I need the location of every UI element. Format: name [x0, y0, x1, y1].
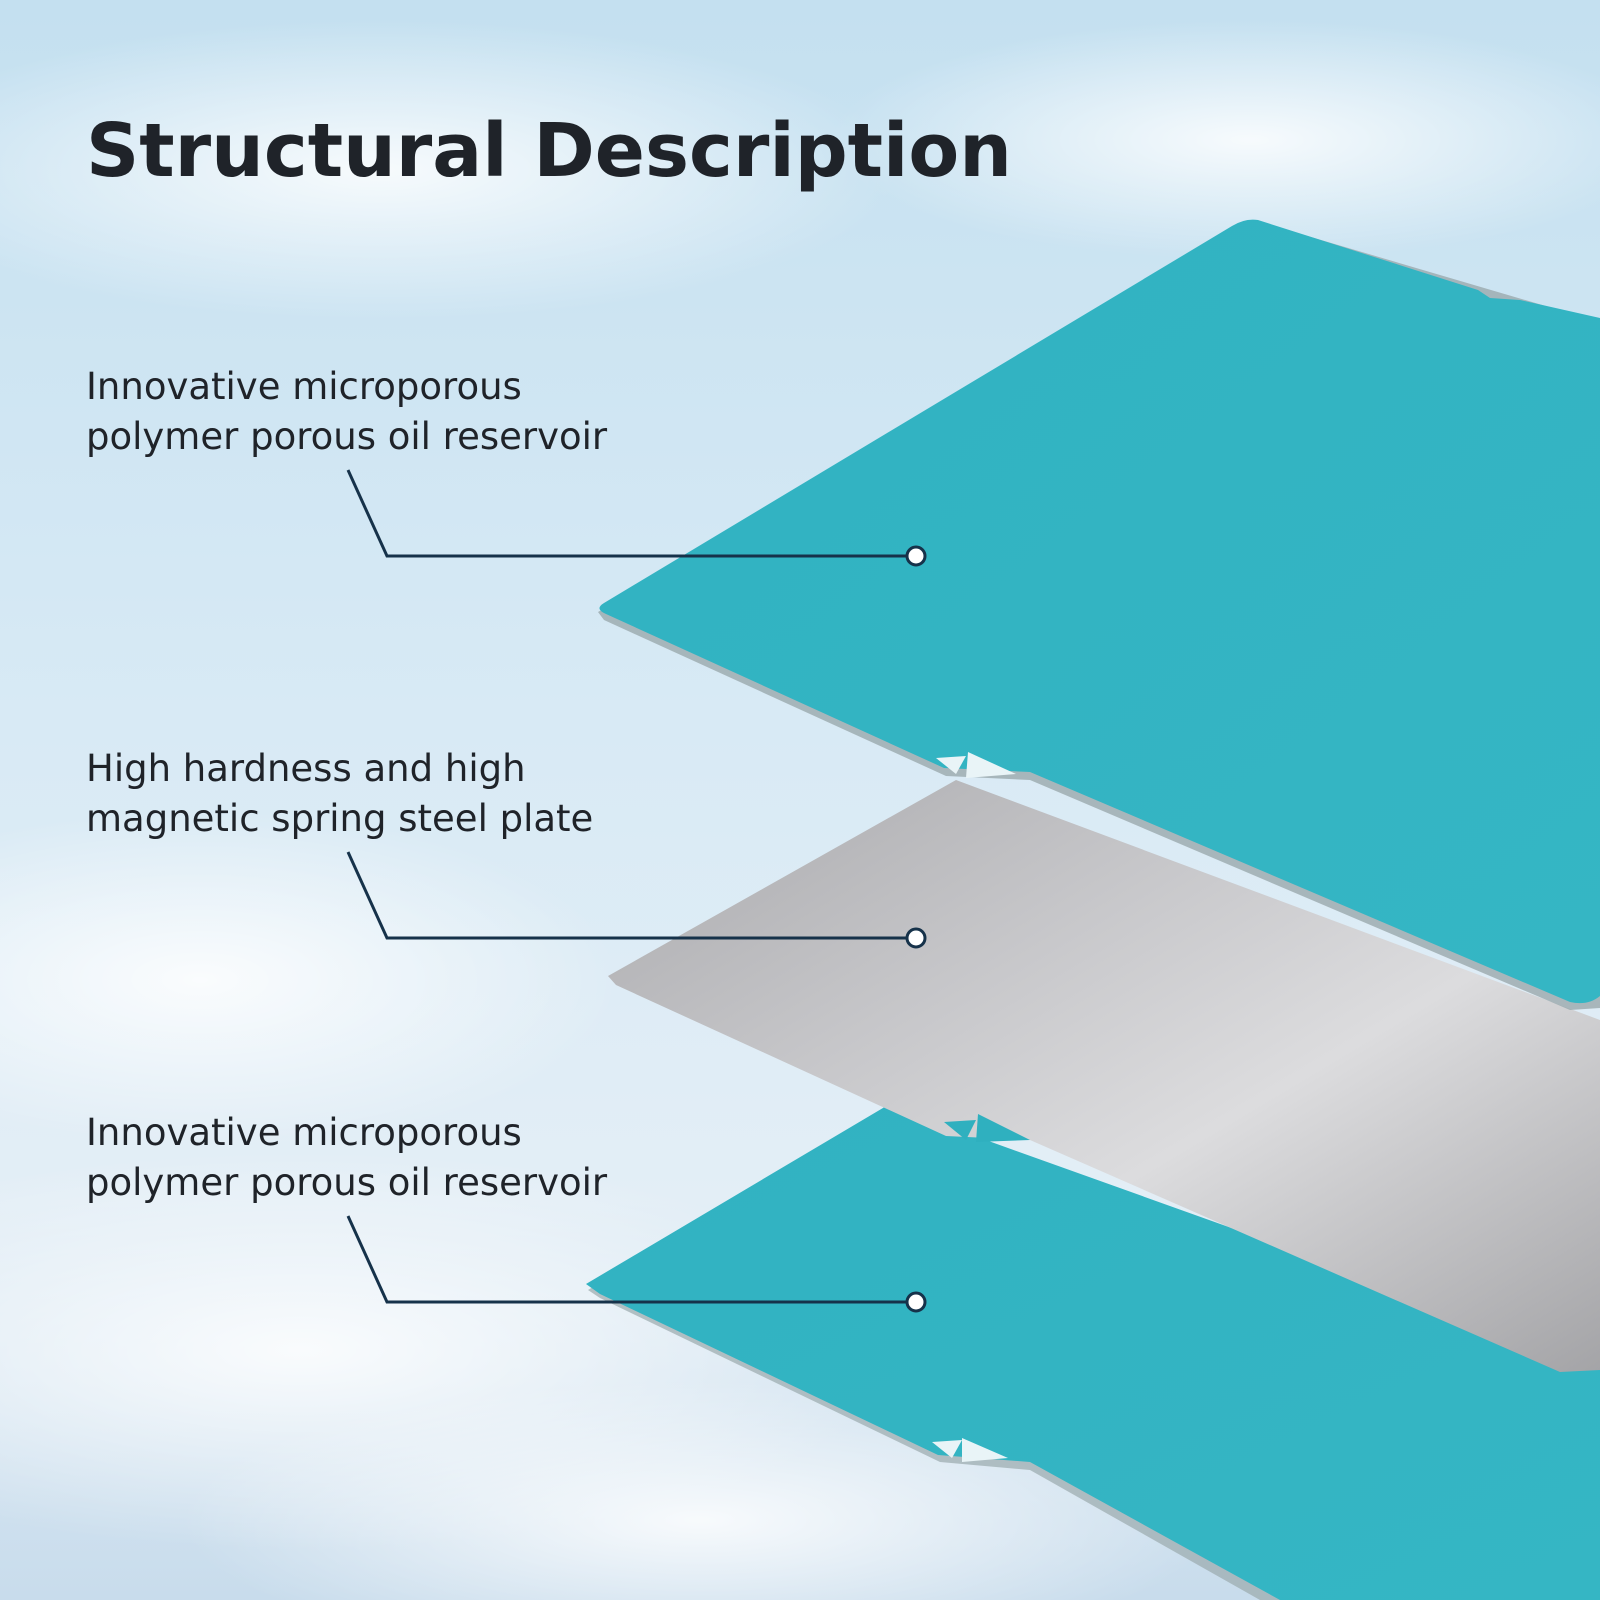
leader-line-1 [346, 469, 927, 567]
layer-label-line: polymer porous oil reservoir [86, 1161, 608, 1204]
cloud [0, 20, 900, 320]
layer-label-line: magnetic spring steel plate [86, 797, 594, 840]
bottom-teal-sheet [586, 1105, 1600, 1600]
layer-label-middle: High hardness and high magnetic spring s… [86, 744, 726, 844]
page-title: Structural Description [86, 108, 1012, 194]
cloud [0, 810, 620, 1150]
layer-label-line: Innovative microporous [86, 365, 522, 408]
top-teal-sheet [598, 219, 1600, 1010]
layer-label-top: Innovative microporous polymer porous oi… [86, 362, 726, 462]
layer-label-line: High hardness and high [86, 747, 526, 790]
steel-plate [608, 780, 1600, 1372]
cloud [830, 20, 1600, 260]
layer-label-bottom: Innovative microporous polymer porous oi… [86, 1108, 726, 1208]
layer-label-line: Innovative microporous [86, 1111, 522, 1154]
leader-line-3 [346, 1215, 927, 1313]
leader-line-2 [346, 851, 927, 949]
layer-label-line: polymer porous oil reservoir [86, 415, 608, 458]
